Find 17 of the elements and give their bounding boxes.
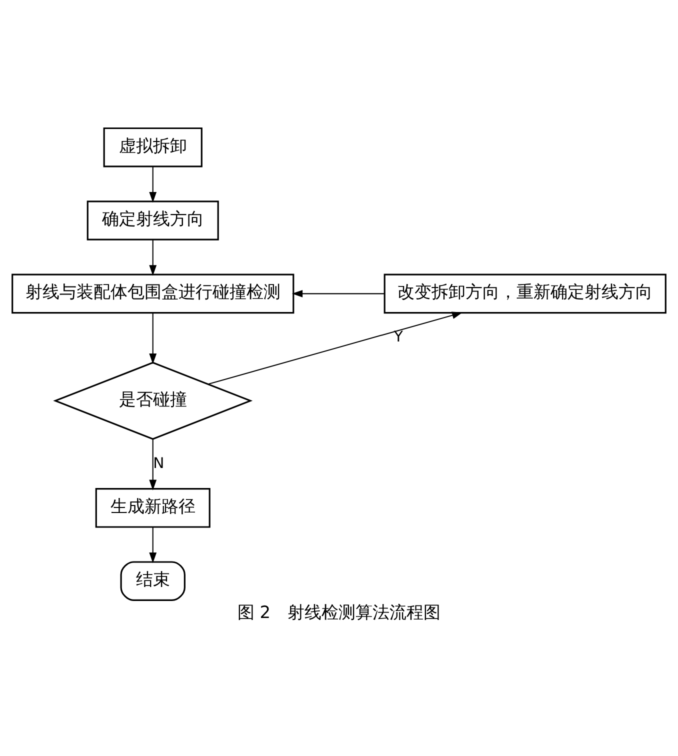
node-diamond: 是否碰撞 <box>53 362 253 440</box>
arrow <box>292 290 384 298</box>
node-box: 射线与装配体包围盒进行碰撞检测 <box>12 274 294 314</box>
edge-label: Y <box>394 328 403 346</box>
arrow <box>149 527 157 564</box>
node-box: 虚拟拆卸 <box>103 127 202 168</box>
arrow <box>149 240 157 276</box>
arrow <box>149 439 157 490</box>
arrow <box>149 166 157 203</box>
caption: 图 2 射线检测算法流程图 <box>237 602 441 622</box>
edge-label: N <box>153 454 164 472</box>
arrow <box>208 312 463 385</box>
arrow <box>149 313 157 364</box>
node-box: 确定射线方向 <box>86 200 219 240</box>
node-box: 改变拆卸方向，重新确定射线方向 <box>384 274 666 314</box>
node-box: 生成新路径 <box>95 488 210 528</box>
node-box: 结束 <box>120 561 186 601</box>
